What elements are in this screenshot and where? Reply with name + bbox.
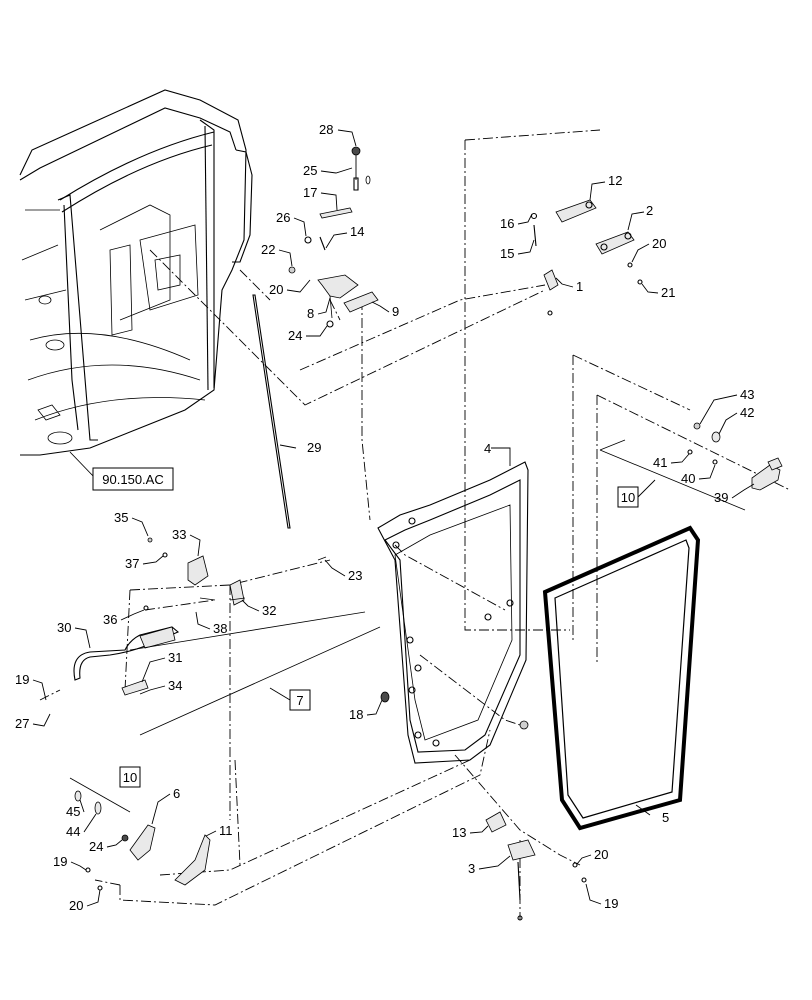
- callout-33: 33: [172, 527, 186, 542]
- ref-box-10-upper: 10: [617, 479, 656, 508]
- callout-5: 5: [662, 810, 669, 825]
- plate-12: [555, 199, 597, 223]
- upper-hinge-parts: [288, 146, 643, 328]
- callout-17: 17: [303, 185, 317, 200]
- callout-21: 21: [661, 285, 675, 300]
- callout-25: 25: [303, 163, 317, 178]
- hinge-1: [543, 269, 559, 291]
- callout-19: 19: [604, 896, 618, 911]
- callout-22: 22: [261, 242, 275, 257]
- assembly-lines: [39, 129, 791, 920]
- callout-40: 40: [681, 471, 695, 486]
- callout-19: 19: [53, 854, 67, 869]
- bracket-2: [595, 231, 635, 255]
- callout-28: 28: [319, 122, 333, 137]
- callout-18: 18: [349, 707, 363, 722]
- bracket-6: [129, 824, 156, 861]
- callout-45: 45: [66, 804, 80, 819]
- plate-13: [485, 811, 507, 833]
- callout-8: 8: [307, 306, 314, 321]
- reference-label: 90.150.AC: [102, 472, 163, 487]
- callout-1: 1: [576, 279, 583, 294]
- callout-35: 35: [114, 510, 128, 525]
- callout-20: 20: [69, 898, 83, 913]
- spring-31: [121, 679, 149, 696]
- callout-labels: 28 25 17 26 14 22 20 8 24 9 12 2 16 20 1…: [15, 122, 754, 913]
- callout-43: 43: [740, 387, 754, 402]
- callout-20: 20: [652, 236, 666, 251]
- svg-text:10: 10: [123, 770, 137, 785]
- callout-24: 24: [89, 839, 103, 854]
- callout-6: 6: [173, 786, 180, 801]
- latch-32: [229, 579, 245, 606]
- callout-9: 9: [392, 304, 399, 319]
- pin-17: [319, 207, 353, 219]
- callout-20: 20: [269, 282, 283, 297]
- plate-9: [343, 291, 379, 313]
- callout-44: 44: [66, 824, 80, 839]
- callout-24: 24: [288, 328, 302, 343]
- rod-29: [252, 294, 291, 529]
- callout-29: 29: [307, 440, 321, 455]
- callout-32: 32: [262, 603, 276, 618]
- callout-20: 20: [594, 847, 608, 862]
- lower-hinge-parts: [69, 691, 587, 921]
- callout-30: 30: [57, 620, 71, 635]
- nut-28: [351, 146, 361, 156]
- bracket-11: [174, 834, 211, 886]
- callout-13: 13: [452, 825, 466, 840]
- handle-assembly: [599, 422, 783, 511]
- callout-31: 31: [168, 650, 182, 665]
- callout-3: 3: [468, 861, 475, 876]
- ref-box-10-lower: 10: [119, 766, 141, 788]
- hinge-bracket-8: [317, 274, 359, 299]
- callout-26: 26: [276, 210, 290, 225]
- callout-12: 12: [608, 173, 622, 188]
- callout-36: 36: [103, 612, 117, 627]
- reference-label-box: 90.150.AC: [92, 467, 174, 491]
- callout-42: 42: [740, 405, 754, 420]
- callout-23: 23: [348, 568, 362, 583]
- glass-5: [542, 525, 701, 831]
- ref-box-7: 7: [269, 687, 311, 711]
- svg-text:10: 10: [621, 490, 635, 505]
- callout-16: 16: [500, 216, 514, 231]
- callout-27: 27: [15, 716, 29, 731]
- callout-19: 19: [15, 672, 29, 687]
- cab-frame: [19, 89, 253, 479]
- callout-14: 14: [350, 224, 364, 239]
- callout-15: 15: [500, 246, 514, 261]
- callout-4: 4: [484, 441, 491, 456]
- callout-37: 37: [125, 556, 139, 571]
- callout-38: 38: [213, 621, 227, 636]
- cable-30: [73, 626, 180, 681]
- callout-2: 2: [646, 203, 653, 218]
- callout-34: 34: [168, 678, 182, 693]
- callout-11: 11: [219, 823, 233, 838]
- door-panel-4: [377, 447, 529, 764]
- bracket-33: [187, 555, 209, 586]
- callout-41: 41: [653, 455, 667, 470]
- latch-assembly: [73, 537, 381, 736]
- hinge-3: [507, 839, 536, 861]
- callout-39: 39: [714, 490, 728, 505]
- svg-text:7: 7: [296, 693, 303, 708]
